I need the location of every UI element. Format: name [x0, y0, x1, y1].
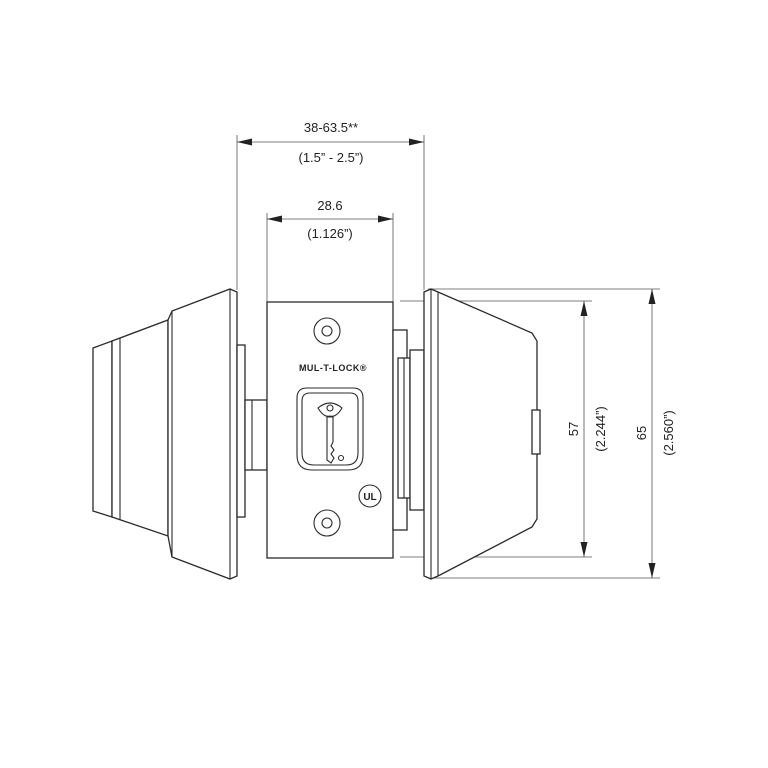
dimension-door-thickness: 38-63.5** (1.5” - 2.5”) — [236, 120, 425, 290]
door-thickness-metric: 38-63.5** — [304, 120, 358, 135]
ul-label: UL — [363, 492, 376, 503]
bolt-housing — [392, 329, 425, 531]
backset-imperial: (1.126”) — [307, 226, 353, 241]
interior-rose — [423, 288, 541, 580]
brand-label: MUL-T-LOCK® — [299, 363, 367, 373]
key-logo-icon — [296, 387, 364, 471]
rose-height-imperial: (2.560”) — [661, 410, 676, 456]
door-thickness-imperial: (1.5” - 2.5”) — [298, 150, 363, 165]
faceplate-height-metric: 57 — [566, 422, 581, 436]
ul-mark-icon: UL — [358, 484, 382, 508]
exterior-cylinder — [92, 288, 268, 580]
latch-faceplate: MUL-T-LOCK® UL — [266, 301, 394, 559]
dimension-backset-width: 28.6 (1.126”) — [266, 198, 394, 302]
faceplate-height-imperial: (2.244”) — [593, 406, 608, 452]
dimension-rose-height: 65 (2.560”) — [428, 288, 676, 579]
rose-height-metric: 65 — [634, 426, 649, 440]
backset-metric: 28.6 — [317, 198, 342, 213]
screw-icon — [313, 509, 341, 537]
screw-icon — [313, 317, 341, 345]
